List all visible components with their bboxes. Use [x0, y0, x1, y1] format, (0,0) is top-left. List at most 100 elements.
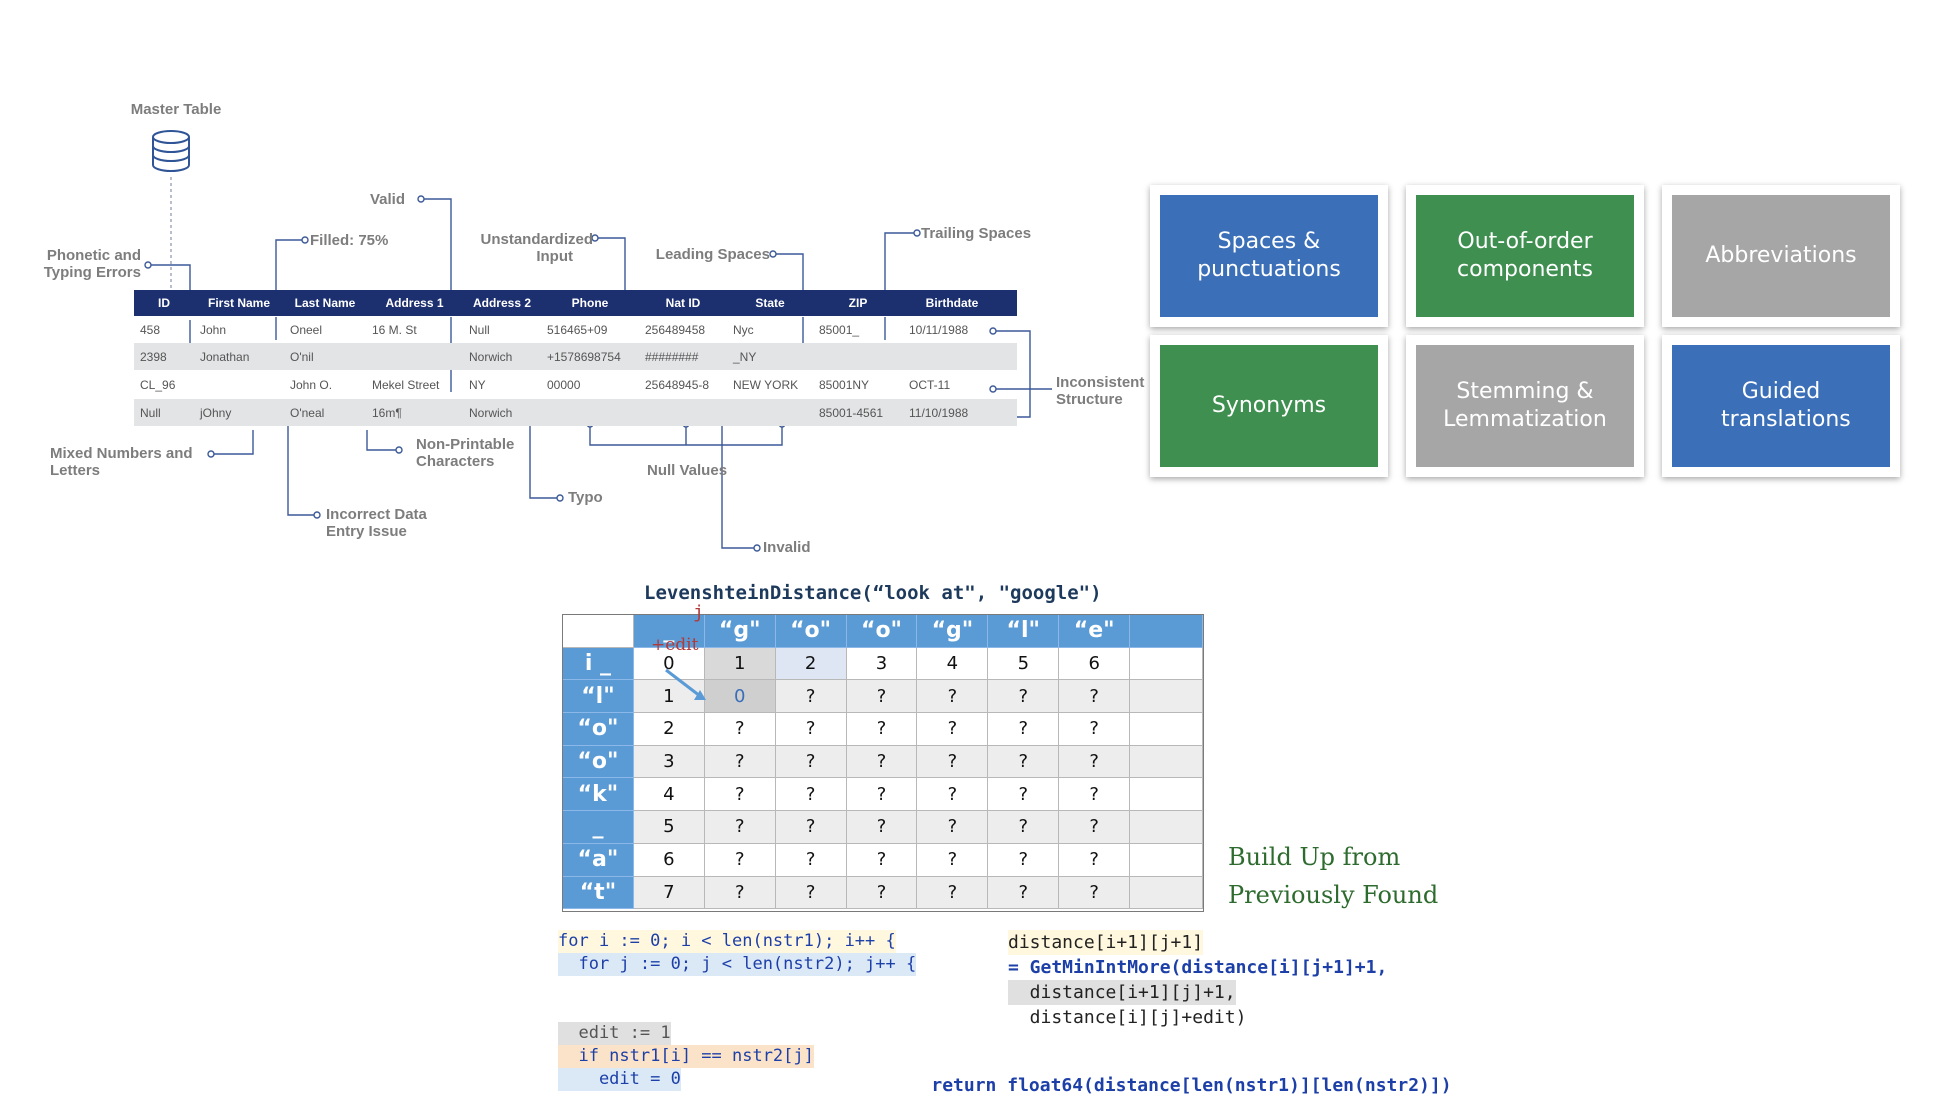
annotation-incorrect-2: Entry Issue [326, 523, 407, 540]
table-cell: 85001NY [819, 377, 870, 392]
table-cell: Null [469, 322, 490, 337]
table-cell: 2398 [140, 349, 167, 364]
table-cell: John [200, 322, 227, 337]
grid-column-header: _ [633, 615, 705, 648]
category-tile: Stemming & Lemmatization [1406, 335, 1644, 477]
table-cell: +1578698754 [547, 349, 621, 364]
table-cell: 85001_ [819, 322, 860, 337]
grid-cell: 5 [988, 647, 1060, 681]
table-cell: 85001-4561 [819, 405, 884, 420]
grid-cell: ? [846, 680, 918, 714]
build-up-line-1: Build Up from [1228, 843, 1401, 871]
grid-cell: 0 [704, 680, 776, 714]
category-tile: Guided translations [1662, 335, 1900, 477]
code-line: edit = 0 [558, 1068, 681, 1091]
annotation-valid: Valid [370, 191, 406, 208]
code-right: distance[i+1][j+1]= GetMinIntMore(distan… [1008, 930, 1387, 1030]
annotation-filled: Filled: 75% [310, 232, 389, 249]
annotation-leading-spaces: Leading Spaces [655, 246, 770, 263]
column-header: ZIP [848, 296, 868, 310]
master-table-title: Master Table [130, 101, 222, 118]
code-line: edit := 1 [558, 1022, 671, 1045]
grid-corner [563, 615, 634, 648]
grid-column-header: “e" [1059, 615, 1131, 648]
grid-cell: ? [704, 811, 776, 844]
table-cell: NY [469, 377, 486, 392]
table-cell: 16m¶ [372, 405, 402, 420]
table-cell: Nyc [733, 322, 754, 337]
code-line: if nstr1[i] == nstr2[j] [558, 1045, 814, 1068]
grid-cell: ? [1059, 680, 1131, 714]
grid-cell: ? [988, 843, 1060, 877]
table-cell: NEW YORK [733, 377, 799, 392]
grid-row: “k"4?????? [563, 778, 1203, 812]
grid-cell [1130, 680, 1203, 714]
grid-cell: ? [988, 745, 1060, 779]
grid-row-header: “o" [563, 745, 634, 779]
grid-cell: ? [775, 713, 847, 746]
category-tile: Out-of-order components [1406, 185, 1644, 327]
table-cell: Norwich [469, 349, 513, 364]
grid-cell [1130, 647, 1203, 681]
category-tile: Synonyms [1150, 335, 1388, 477]
table-cell: Null [140, 405, 161, 420]
grid-cell: ? [917, 811, 989, 844]
grid-cell: ? [846, 745, 918, 779]
table-cell: _NY [733, 349, 757, 364]
code-line: for j := 0; j < len(nstr2); j++ { [558, 953, 917, 976]
grid-row-header: _ [563, 811, 634, 844]
grid-row: “a"6?????? [563, 843, 1203, 877]
grid-cell: ? [846, 811, 918, 844]
grid-cell [1130, 843, 1203, 877]
annotation-unstandardized-2: Input [536, 248, 573, 265]
category-label: Synonyms [1211, 393, 1327, 418]
grid-cell: ? [988, 713, 1060, 746]
column-header: Address 2 [472, 296, 532, 310]
table-cell: Norwich [469, 405, 513, 420]
annotation-inconsistent-1: Inconsistent [1056, 374, 1145, 391]
grid-cell: ? [917, 778, 989, 812]
category-label: Abbreviations [1705, 243, 1857, 268]
grid-column-header [1130, 615, 1203, 648]
annotation-mixed-1: Mixed Numbers and [50, 445, 193, 462]
grid-row: “t"7?????? [563, 876, 1203, 910]
grid-cell [1130, 713, 1203, 746]
levenshtein-panel: LevenshteinDistance(“look at", "google")… [548, 578, 1452, 1096]
annotation-mixed-2: Letters [50, 462, 101, 479]
return-keyword: return [931, 1075, 997, 1096]
edit-label: +edit [651, 635, 699, 655]
grid-cell: ? [1059, 778, 1131, 812]
grid-row-header: “o" [563, 713, 634, 746]
table-cell: ######## [645, 349, 699, 364]
grid-column-header: “g" [704, 615, 776, 648]
annotation-phonetic-1: Phonetic and [46, 247, 141, 264]
grid-cell: ? [775, 680, 847, 714]
grid-cell: ? [917, 680, 989, 714]
grid-cell: 7 [633, 876, 705, 910]
grid-cell: ? [1059, 745, 1131, 779]
table-cell: John O. [290, 377, 333, 392]
grid-cell: 1 [633, 680, 705, 714]
table-cell: O'neal [290, 405, 325, 420]
column-header: Last Name [294, 296, 356, 310]
grid-column-header: “g" [917, 615, 989, 648]
grid-cell [1130, 811, 1203, 844]
grid-cell: 6 [633, 843, 705, 877]
grid-row-header: “l" [563, 680, 634, 714]
table-cell: jOhny [200, 405, 232, 420]
column-header: State [755, 296, 785, 310]
data-quality-diagram: Master Table Valid Filled: 75% Unstandar… [30, 95, 1170, 565]
annotation-nonprint-1: Non-Printable [416, 436, 515, 453]
levenshtein-title: LevenshteinDistance(“look at", "google") [644, 582, 1102, 604]
grid-cell: ? [704, 778, 776, 812]
grid-cell: ? [917, 843, 989, 877]
grid-column-header: “o" [775, 615, 847, 648]
